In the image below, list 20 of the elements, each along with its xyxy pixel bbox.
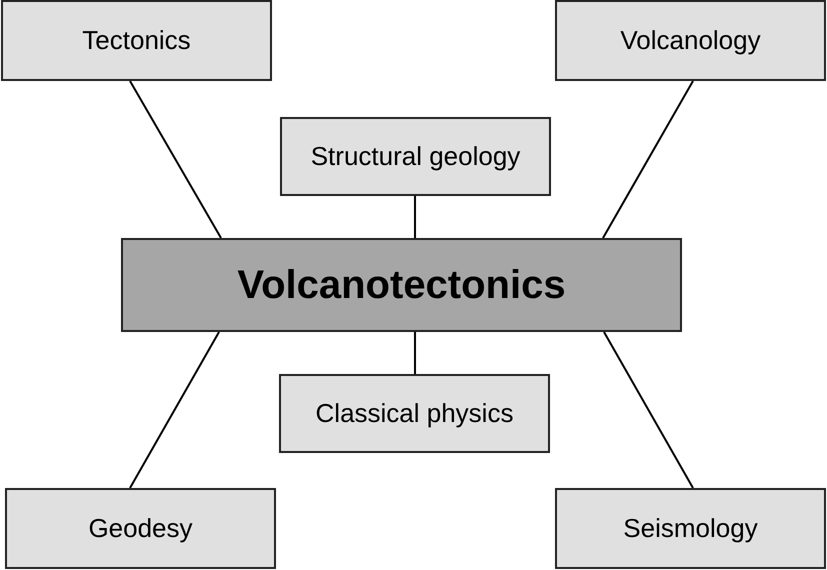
central-topic-label: Volcanotectonics [237, 262, 566, 308]
topic-label: Geodesy [88, 513, 193, 544]
topic-box [280, 117, 551, 196]
central-topic-box [121, 238, 682, 332]
connector-line [603, 332, 694, 488]
connector-line [129, 332, 220, 488]
topic-box [279, 374, 550, 453]
topic-box [555, 0, 826, 81]
connector-line [129, 80, 222, 238]
connector-line [414, 196, 416, 238]
topic-label: Classical physics [316, 398, 514, 429]
topic-box [5, 488, 276, 569]
connector-line [602, 80, 694, 238]
topic-label: Seismology [623, 513, 758, 544]
topic-box [1, 0, 272, 81]
topic-box [555, 488, 826, 569]
topic-label: Structural geology [310, 141, 520, 172]
topic-label: Tectonics [82, 25, 191, 56]
topic-label: Volcanology [620, 25, 761, 56]
connector-line [414, 332, 416, 374]
